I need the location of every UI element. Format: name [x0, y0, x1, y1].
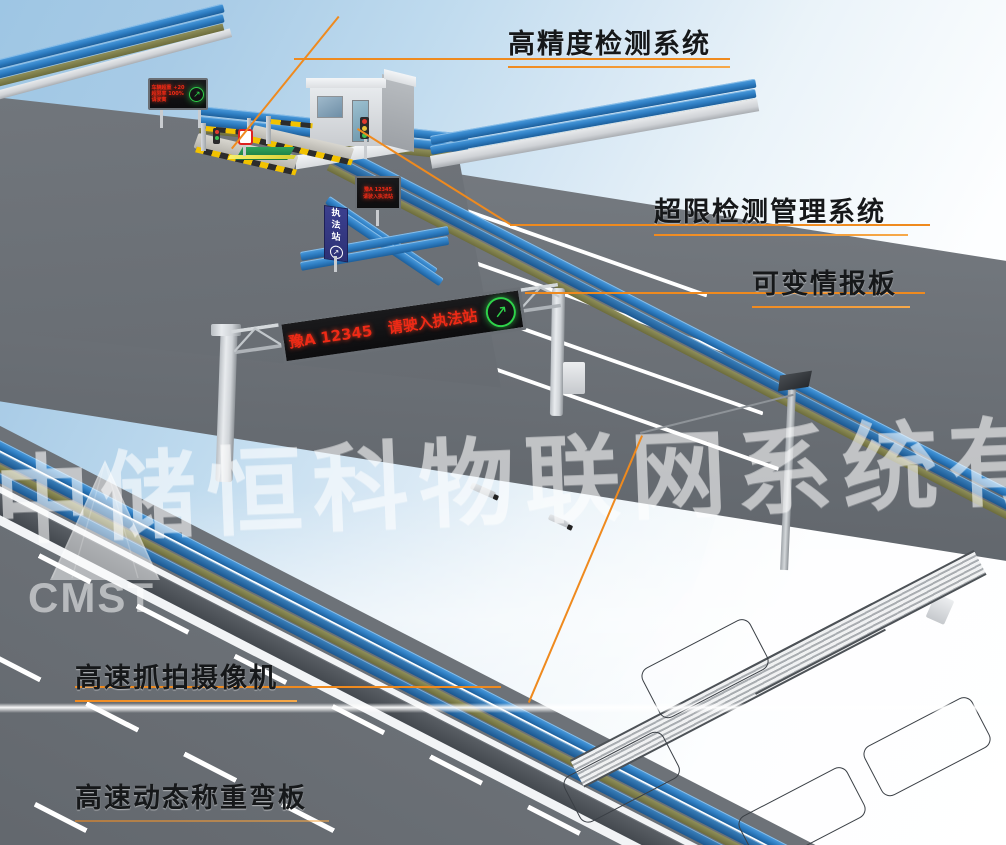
callout-detection-system[interactable]: 高精度检测系统	[508, 22, 730, 68]
led-line-1: 车辆超重 +20	[151, 84, 185, 91]
arrow-up-right-icon: ↗	[189, 86, 205, 102]
blue-sign-char: 站	[331, 232, 341, 244]
callout-underline	[752, 306, 910, 308]
vms-message: 请驶入执法站	[386, 306, 479, 338]
callout-underline	[75, 700, 297, 702]
light-streak	[0, 703, 1006, 713]
callout-leader	[75, 686, 501, 688]
callout-dynamic-weigh-plate[interactable]: 高速动态称重弯板	[75, 776, 329, 822]
arrow-up-right-icon: ↗	[483, 294, 518, 329]
traffic-light	[360, 117, 369, 139]
callout-label: 可变情报板	[752, 269, 897, 300]
led-line-2: 超限率 100%	[151, 90, 184, 97]
blue-sign-char: 执	[331, 208, 341, 220]
traffic-light	[213, 128, 220, 144]
callout-leader	[510, 224, 930, 226]
led-line-1: 豫A 12345	[363, 186, 392, 193]
blue-sign-char: 法	[331, 220, 341, 232]
callout-label: 高速动态称重弯板	[75, 783, 307, 814]
callout-underline	[75, 820, 329, 822]
callout-overload-mgmt-system[interactable]: 超限检测管理系统	[654, 190, 908, 236]
led-line-2: 请驶入执法站	[362, 193, 393, 200]
callout-vms-board[interactable]: 可变情报板	[752, 262, 910, 308]
callout-label: 超限检测管理系统	[654, 197, 886, 228]
callout-leader	[525, 292, 925, 294]
callout-underline	[654, 234, 908, 236]
gantry-control-cabinet	[563, 362, 585, 394]
callout-leader	[294, 58, 730, 60]
callout-underline	[508, 66, 730, 68]
led-line-3: 请驶离	[151, 96, 167, 103]
callout-high-speed-camera[interactable]: 高速抓拍摄像机	[75, 656, 297, 702]
vms-plate-number: 豫A 12345	[287, 321, 374, 352]
callout-label: 高精度检测系统	[508, 29, 711, 60]
callout-label: 高速抓拍摄像机	[75, 663, 278, 694]
